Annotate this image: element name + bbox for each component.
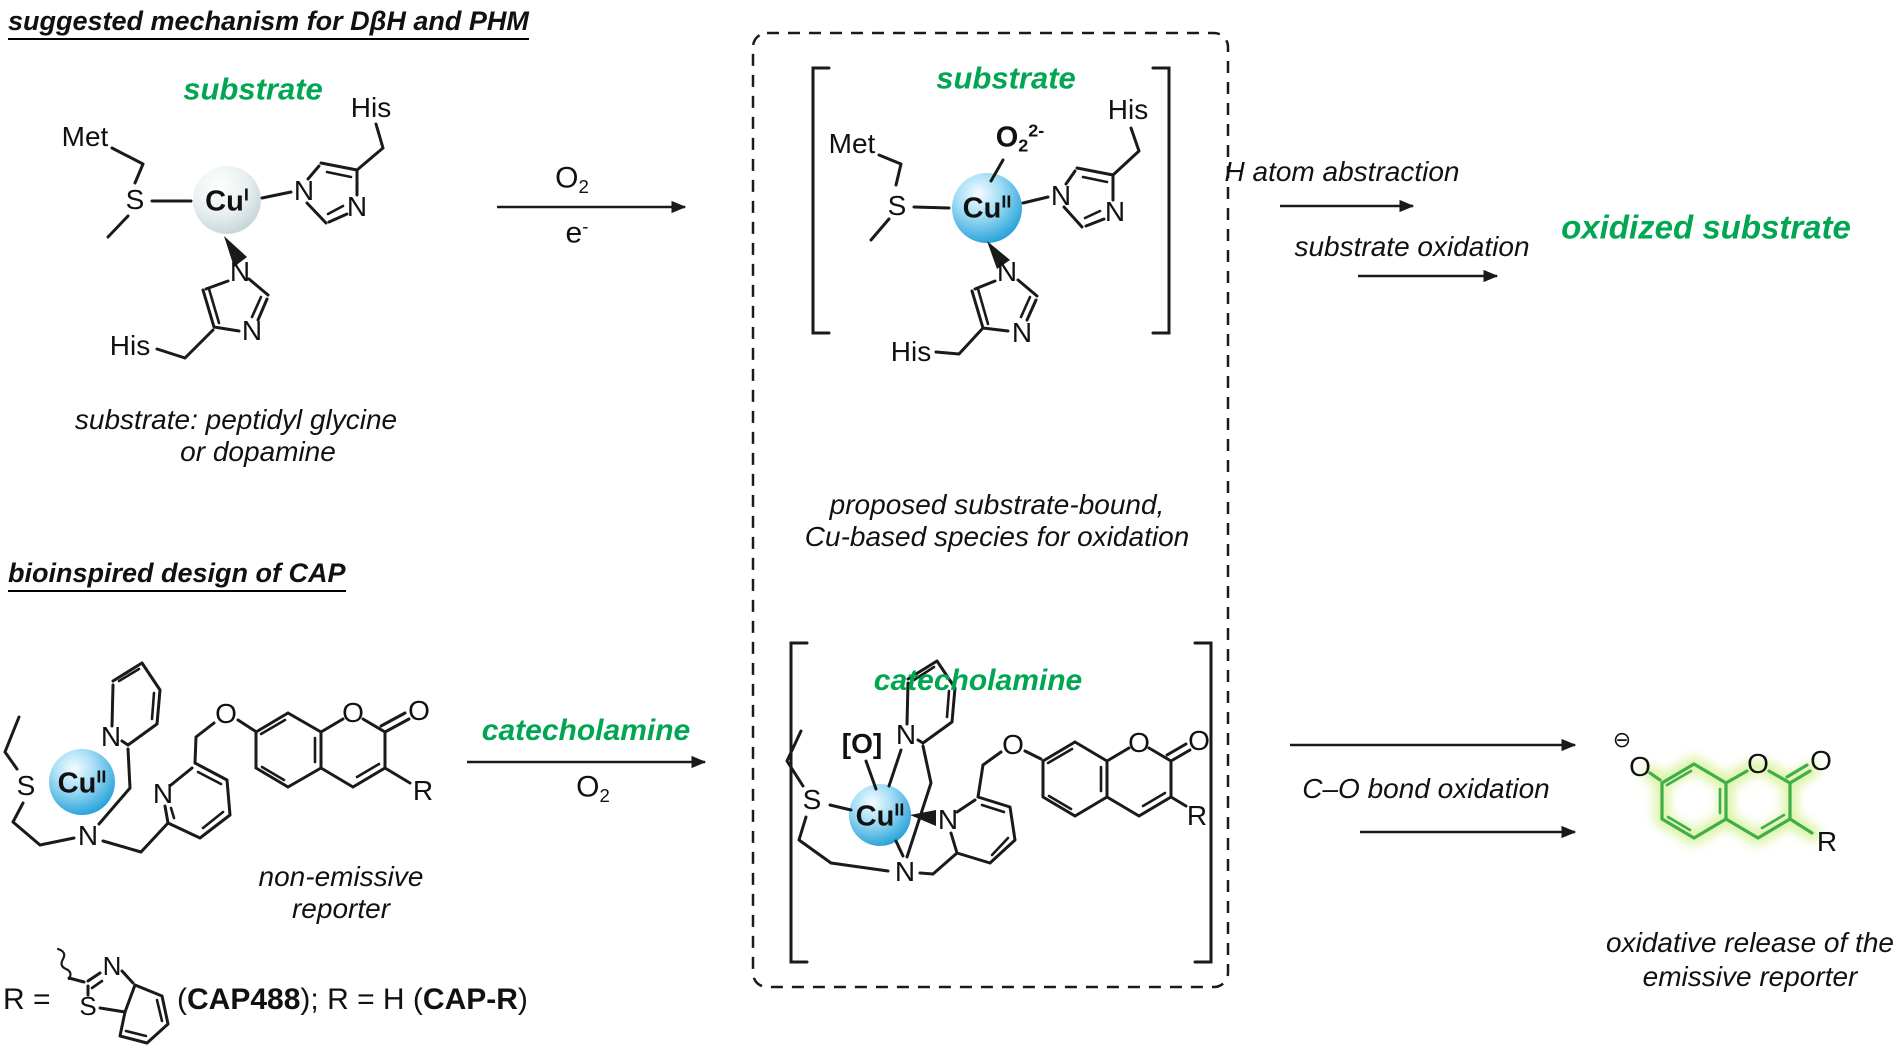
benzothiazole-r-group-structure bbox=[56, 947, 170, 1045]
released-reporter-structure bbox=[1642, 756, 1821, 846]
ring-o-label-1: O bbox=[342, 697, 364, 728]
imidazole2-n1-label: N bbox=[229, 256, 251, 287]
pyridine1-n-label: N bbox=[100, 721, 122, 752]
r-label-3: R bbox=[1816, 826, 1838, 857]
benzothiazole-s-label: S bbox=[79, 991, 97, 1021]
oxo-ligand-label: [O] bbox=[841, 728, 883, 759]
cu4-sphere bbox=[849, 784, 911, 846]
r-definition-prefix: R = bbox=[3, 983, 51, 1016]
cap-structure bbox=[3, 661, 412, 854]
left-bracket-bottom bbox=[789, 641, 809, 964]
cu2-sphere bbox=[952, 173, 1022, 243]
dashed-intermediate-box bbox=[751, 31, 1230, 989]
proposed-caption-line2: Cu-based species for oxidation bbox=[804, 521, 1190, 552]
r-definition-text: (CAP488); R = H (CAP-R) bbox=[177, 983, 528, 1016]
right-bracket-top bbox=[1151, 66, 1171, 335]
his-label-2: His bbox=[109, 330, 151, 361]
amine-n-label-1: N bbox=[77, 820, 99, 851]
right-bracket-bottom bbox=[1193, 641, 1213, 964]
cap-catecholamine-complex-structure bbox=[785, 641, 1213, 964]
imidazole3-n3-label: N bbox=[1104, 196, 1126, 227]
sulfur-label-2: S bbox=[887, 190, 907, 221]
ether-o-label-2: O bbox=[1002, 729, 1024, 760]
release-caption-line1: oxidative release of the bbox=[1606, 927, 1894, 958]
imidazole1-n1-label: N bbox=[293, 175, 315, 206]
imidazole2-n3-label: N bbox=[241, 315, 263, 346]
substrate-label-2: substrate bbox=[936, 60, 1076, 96]
cu1-complex-structure bbox=[106, 122, 385, 360]
h-abstraction-label: H atom abstraction bbox=[1224, 156, 1460, 187]
nonemissive-caption-line2: reporter bbox=[291, 893, 391, 924]
cu3-sphere bbox=[49, 749, 115, 815]
co-bond-oxidation-label: C–O bond oxidation bbox=[1302, 773, 1550, 804]
cu2-superoxo-complex-structure bbox=[811, 66, 1171, 356]
cap-title: bioinspired design of CAP bbox=[8, 560, 346, 592]
catecholamine-label-1: catecholamine bbox=[481, 714, 691, 747]
substrate-caption-line2: or dopamine bbox=[180, 436, 336, 467]
mechanism-title: suggested mechanism for DβH and PHM bbox=[8, 8, 529, 40]
peroxo-ligand-label: O22- bbox=[995, 120, 1045, 156]
sulfur-label-4: S bbox=[802, 784, 822, 815]
cu3-label: CuII bbox=[57, 766, 107, 800]
his-label-1: His bbox=[350, 92, 392, 123]
proposed-caption-line1: proposed substrate-bound, bbox=[829, 489, 1165, 520]
pyridine3-n-label: N bbox=[895, 719, 917, 750]
electron-label: e- bbox=[565, 215, 589, 250]
ring-o-label-2: O bbox=[1128, 727, 1150, 758]
ring-o-label-3: O bbox=[1747, 748, 1769, 779]
release-caption-line2: emissive reporter bbox=[1642, 961, 1858, 992]
catecholamine-label-2: catecholamine bbox=[873, 664, 1083, 697]
squiggle-bond bbox=[56, 947, 72, 981]
imidazole4-n1-label: N bbox=[996, 256, 1018, 287]
cu2-label: CuII bbox=[962, 191, 1012, 225]
sulfur-label-1: S bbox=[125, 184, 145, 215]
imidazole4-n3-label: N bbox=[1011, 317, 1033, 348]
substrate-oxidation-label: substrate oxidation bbox=[1294, 231, 1530, 262]
carbonyl-o-label-2: O bbox=[1188, 725, 1210, 756]
cu4-label: CuII bbox=[855, 799, 905, 833]
o2-reagent-label: O2 bbox=[555, 161, 589, 197]
cu1-sphere bbox=[193, 166, 261, 234]
substrate-label-1: substrate bbox=[183, 71, 323, 107]
r-label-1: R bbox=[412, 775, 434, 806]
substrate-caption-line1: substrate: peptidyl glycine bbox=[74, 404, 398, 435]
r-label-2: R bbox=[1186, 800, 1208, 831]
nonemissive-caption-line1: non-emissive bbox=[258, 861, 424, 892]
pyridine4-n-label: N bbox=[937, 804, 959, 835]
sulfur-label-3: S bbox=[16, 770, 36, 801]
minus-charge-icon: ⊖ bbox=[1612, 728, 1632, 753]
imidazole3-n1-label: N bbox=[1050, 180, 1072, 211]
ether-o-label-1: O bbox=[215, 698, 237, 729]
met-label-2: Met bbox=[828, 128, 876, 159]
left-bracket-top bbox=[811, 66, 831, 335]
o2-reagent-label-2: O2 bbox=[576, 770, 610, 806]
met-label-1: Met bbox=[61, 121, 109, 152]
carbonyl-o-label-3: O bbox=[1810, 745, 1832, 776]
cu1-label: CuI bbox=[205, 184, 249, 218]
pyridine2-n-label: N bbox=[152, 778, 174, 809]
benzothiazole-n-label: N bbox=[102, 951, 122, 981]
imidazole1-n3-label: N bbox=[346, 191, 368, 222]
amine-n-label-2: N bbox=[894, 856, 916, 887]
carbonyl-o-label-1: O bbox=[408, 695, 430, 726]
his-label-4: His bbox=[890, 336, 932, 367]
phenolate-o-label: O bbox=[1629, 751, 1651, 782]
his-label-3: His bbox=[1107, 94, 1149, 125]
oxidized-substrate-label: oxidized substrate bbox=[1561, 208, 1851, 246]
